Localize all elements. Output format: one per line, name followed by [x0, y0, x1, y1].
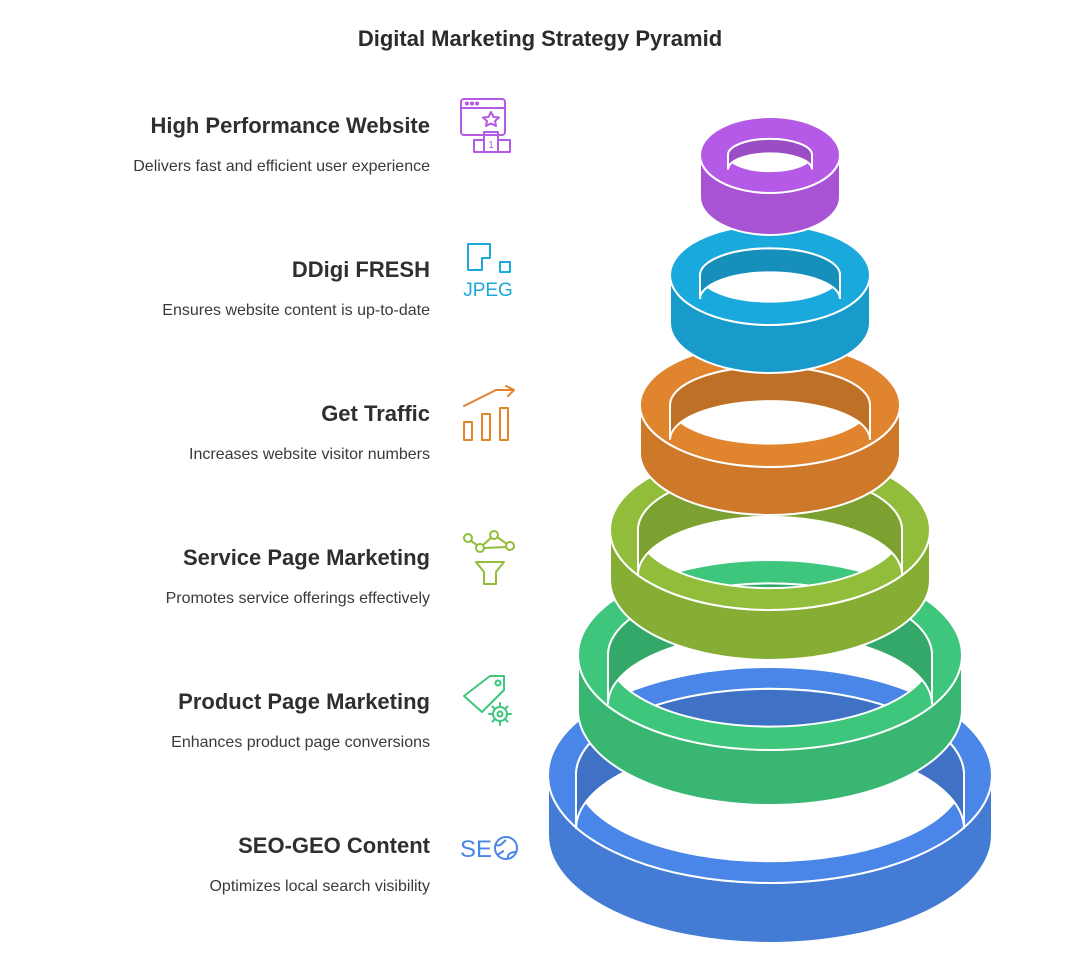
level-title: DDigi FRESH [291, 257, 430, 282]
level-description: Optimizes local search visibility [209, 878, 430, 895]
level-title: Product Page Marketing [178, 689, 430, 714]
level-description: Promotes service offerings effectively [165, 590, 430, 607]
seo-globe-icon: SE [456, 814, 522, 880]
level-ddigi-fresh: DDigi FRESH Ensures website content is u… [40, 256, 430, 322]
level-description: Increases website visitor numbers [189, 446, 430, 463]
level-title: Service Page Marketing [182, 545, 430, 570]
svg-text:1: 1 [488, 140, 494, 151]
level-description: Enhances product page conversions [171, 734, 430, 751]
level-title: Get Traffic [321, 401, 430, 426]
tag-gear-icon [456, 670, 522, 736]
ring-inner-wall [727, 137, 813, 170]
website-award-icon: 1 [456, 94, 522, 160]
jpeg-image-icon: JPEG [456, 238, 522, 304]
ring-website-award [698, 116, 842, 236]
level-description: Delivers fast and efficient user experie… [133, 158, 430, 175]
diagram-title: Digital Marketing Strategy Pyramid [357, 26, 723, 51]
level-title: High Performance Website [150, 113, 430, 138]
level-high-performance-website: High Performance Website Delivers fast a… [40, 112, 430, 178]
level-title: SEO-GEO Content [238, 833, 430, 858]
level-service-page-marketing: Service Page Marketing Promotes service … [40, 544, 430, 610]
ring-inner-wall [699, 247, 841, 299]
level-product-page-marketing: Product Page Marketing Enhances product … [40, 688, 430, 754]
ring-growth-chart [638, 342, 902, 516]
growth-chart-icon [456, 382, 522, 448]
level-seo-geo-content: SEO-GEO Content Optimizes local search v… [40, 832, 430, 898]
svg-text:JPEG: JPEG [463, 280, 513, 301]
svg-text:SE: SE [460, 836, 492, 863]
level-description: Ensures website content is up-to-date [162, 302, 430, 319]
ring-inner-wall [669, 365, 871, 440]
ring-top [698, 116, 842, 194]
funnel-network-icon [456, 526, 522, 592]
ring-jpeg-image [668, 224, 872, 374]
level-get-traffic: Get Traffic Increases website visitor nu… [40, 400, 430, 466]
